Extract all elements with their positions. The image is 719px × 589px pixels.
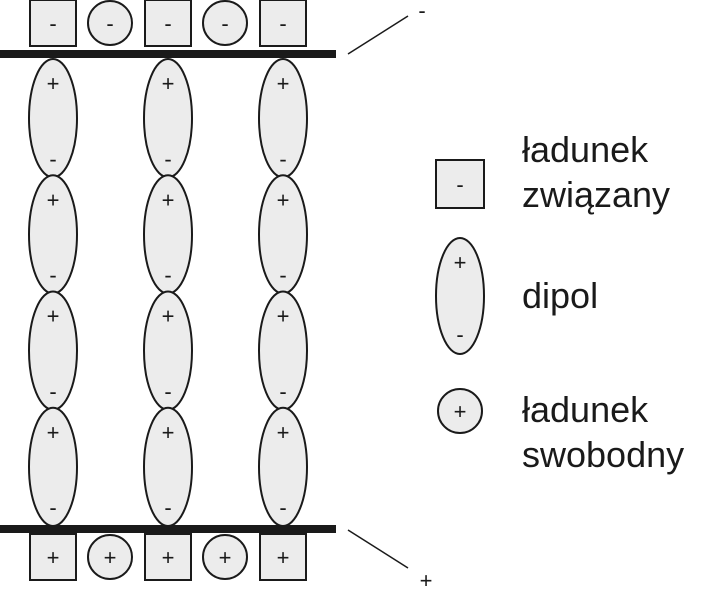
legend-bound-charge-label-line1: ładunek bbox=[522, 129, 649, 170]
bottom-plate-bound-charge: + bbox=[259, 533, 307, 581]
top-plate-bound-charge: - bbox=[29, 0, 77, 47]
legend: - ładunek związany + - dipol + ładunek s… bbox=[435, 129, 684, 475]
top-plate-charge-sign: - bbox=[221, 11, 228, 36]
legend-bound-charge-square bbox=[435, 159, 485, 209]
legend-bound-charge-label-line2: związany bbox=[522, 174, 670, 215]
bottom-plate-bound-charge-square bbox=[144, 533, 192, 581]
dipole: +- bbox=[143, 406, 193, 527]
dipole-bottom-sign: - bbox=[279, 263, 286, 288]
dipole-bottom-sign: - bbox=[164, 495, 171, 520]
bottom-plate-bound-charge: + bbox=[144, 533, 192, 581]
dipole: +- bbox=[258, 406, 308, 527]
dipole-bottom-sign: - bbox=[279, 495, 286, 520]
dipole: +- bbox=[28, 290, 78, 411]
dipole-top-sign: + bbox=[47, 304, 60, 329]
dipole: +- bbox=[143, 290, 193, 411]
bottom-terminal-lead bbox=[347, 529, 409, 569]
top-plate-bound-charge-square bbox=[29, 0, 77, 47]
bottom-plate-free-charge: + bbox=[87, 534, 133, 580]
legend-free-charge-label-line2: swobodny bbox=[522, 434, 684, 475]
dipole-bottom-sign: - bbox=[279, 146, 286, 171]
bottom-plate-charge-sign: + bbox=[104, 545, 117, 570]
top-terminal-lead bbox=[347, 15, 409, 55]
dipole: +- bbox=[143, 174, 193, 295]
top-terminal-sign: - bbox=[418, 0, 425, 23]
bottom-plate-free-charge: + bbox=[202, 534, 248, 580]
top-plate-free-charge-circle bbox=[87, 0, 133, 46]
top-plate-free-charge: - bbox=[87, 0, 133, 46]
bottom-plate-charges: + + + + + bbox=[29, 533, 307, 581]
top-plate-charge-sign: - bbox=[164, 11, 171, 36]
dipole-top-sign: + bbox=[47, 420, 60, 445]
bottom-plate-charge-sign: + bbox=[162, 545, 175, 570]
legend-bound-charge-sign: - bbox=[456, 172, 463, 197]
dielectric-dipoles: +-+-+-+-+-+-+-+-+-+-+-+- bbox=[28, 58, 308, 527]
dipole-bottom-sign: - bbox=[279, 379, 286, 404]
top-plate-bound-charge: - bbox=[259, 0, 307, 47]
legend-dipole-top-sign: + bbox=[454, 250, 467, 275]
dipole: +- bbox=[28, 174, 78, 295]
bottom-plate-charge-sign: + bbox=[47, 545, 60, 570]
top-plate-free-charge-circle bbox=[202, 0, 248, 46]
bottom-plate bbox=[0, 525, 336, 533]
bottom-plate-charge-sign: + bbox=[219, 545, 232, 570]
top-plate bbox=[0, 50, 336, 58]
dipole-top-sign: + bbox=[277, 187, 290, 212]
dipole-top-sign: + bbox=[162, 304, 175, 329]
dipole-top-sign: + bbox=[277, 304, 290, 329]
legend-dipole-ellipse bbox=[435, 237, 485, 355]
top-plate-bound-charge: - bbox=[144, 0, 192, 47]
bottom-plate-free-charge-circle bbox=[202, 534, 248, 580]
top-plate-charge-sign: - bbox=[279, 11, 286, 36]
bottom-plate-bound-charge-square bbox=[259, 533, 307, 581]
dipole-top-sign: + bbox=[47, 71, 60, 96]
top-plate-bound-charge-square bbox=[259, 0, 307, 47]
bottom-plate-bound-charge-square bbox=[29, 533, 77, 581]
top-plate-free-charge: - bbox=[202, 0, 248, 46]
top-plate-charges: ----- bbox=[29, 0, 307, 47]
dipole: +- bbox=[258, 58, 308, 179]
dipole-bottom-sign: - bbox=[164, 379, 171, 404]
bottom-plate-free-charge-circle bbox=[87, 534, 133, 580]
legend-free-charge-sign: + bbox=[454, 399, 467, 424]
dipole-top-sign: + bbox=[162, 420, 175, 445]
legend-dipole: + - dipol bbox=[435, 237, 598, 355]
legend-free-charge-label-line1: ładunek bbox=[522, 389, 649, 430]
dipole-bottom-sign: - bbox=[164, 146, 171, 171]
dipole: +- bbox=[143, 58, 193, 179]
top-plate-charge-sign: - bbox=[106, 11, 113, 36]
dipole: +- bbox=[28, 406, 78, 527]
dipole-top-sign: + bbox=[47, 187, 60, 212]
legend-dipole-label: dipol bbox=[522, 275, 598, 316]
dipole-bottom-sign: - bbox=[49, 146, 56, 171]
dipole-top-sign: + bbox=[162, 187, 175, 212]
dipole: +- bbox=[258, 290, 308, 411]
dipole-top-sign: + bbox=[162, 71, 175, 96]
dipole-bottom-sign: - bbox=[164, 263, 171, 288]
dipole: +- bbox=[28, 58, 78, 179]
top-plate-charge-sign: - bbox=[49, 11, 56, 36]
bottom-terminal-sign: + bbox=[420, 568, 433, 589]
bottom-plate-bound-charge: + bbox=[29, 533, 77, 581]
dipole-bottom-sign: - bbox=[49, 379, 56, 404]
legend-dipole-bottom-sign: - bbox=[456, 322, 463, 347]
dipole-top-sign: + bbox=[277, 420, 290, 445]
legend-bound-charge: - ładunek związany bbox=[435, 129, 670, 215]
bottom-plate-charge-sign: + bbox=[277, 545, 290, 570]
dipole-bottom-sign: - bbox=[49, 263, 56, 288]
legend-free-charge: + ładunek swobodny bbox=[437, 388, 684, 475]
dipole: +- bbox=[258, 174, 308, 295]
dipole-bottom-sign: - bbox=[49, 495, 56, 520]
top-plate-bound-charge-square bbox=[144, 0, 192, 47]
legend-free-charge-circle bbox=[437, 388, 483, 434]
dipole-top-sign: + bbox=[277, 71, 290, 96]
